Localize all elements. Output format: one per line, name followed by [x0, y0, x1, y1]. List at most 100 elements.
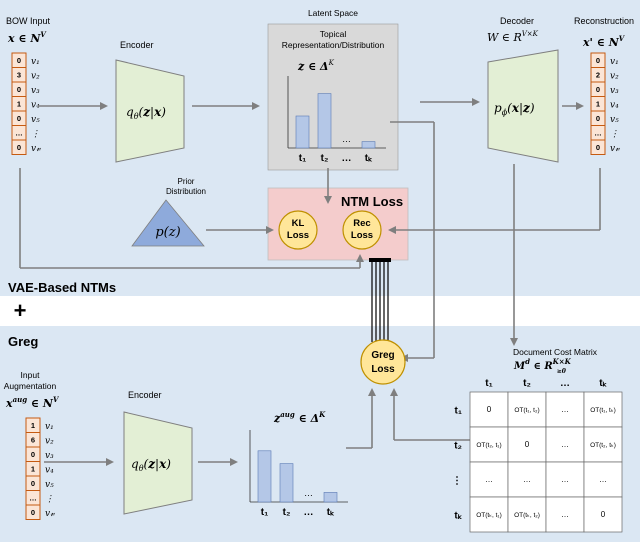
matrix-cell: [583, 496, 623, 533]
matrix-cell: [583, 461, 623, 498]
bow-vocab: v₄: [31, 101, 40, 111]
matrix-cell-value: OT(tₖ, t₂): [514, 512, 540, 519]
matrix-cell-value: …: [523, 475, 531, 484]
encoder-formula-top: qθ(z|x): [126, 105, 166, 121]
aug-ellipsis: …: [304, 488, 313, 498]
latent-space-box: [267, 23, 399, 171]
encoder-formula-bottom: qθ(z|x): [131, 457, 171, 473]
aug-bar: [279, 463, 294, 503]
matrix-row-header: t₂: [454, 441, 462, 452]
aug-cell: [25, 504, 41, 520]
aug-value: …: [29, 494, 37, 503]
encoder-label-top: Encoder: [120, 40, 154, 50]
aug-value: 0: [31, 450, 35, 459]
matrix-cell: [545, 461, 585, 498]
latent-tick-label: t₂: [321, 153, 329, 164]
matrix-cell: [507, 461, 547, 498]
latent-math: z ∈ ΔK: [297, 59, 335, 73]
aug-value: 1: [31, 421, 35, 430]
recon-value: 0: [596, 56, 600, 65]
encoder-top: [115, 59, 185, 163]
recon-cell: [590, 139, 606, 155]
matrix-cell-value: OT(tₖ, t₁): [476, 512, 502, 519]
gradient-bundle: [371, 260, 389, 342]
matrix-cell: [507, 391, 547, 428]
matrix-cell-value: OT(t₂, t₁): [476, 442, 501, 449]
plus-sign: +: [14, 298, 27, 323]
matrix-cell-value: …: [561, 440, 569, 449]
rec-loss-line-1: Rec: [353, 218, 370, 229]
bow-input-label: BOW Input: [6, 16, 51, 26]
prior-label-2: Distribution: [166, 187, 206, 196]
encoder-label-bottom: Encoder: [128, 390, 162, 400]
bow-vocab: ⋮: [31, 130, 40, 140]
bow-value: 3: [17, 71, 21, 80]
matrix-cell-value: …: [485, 475, 493, 484]
bow-cell: [11, 139, 27, 155]
recon-vocab: v₃: [610, 86, 619, 96]
prior-triangle: [131, 199, 205, 247]
bundle-connector: [369, 258, 391, 262]
bow-vocab: v₃: [31, 86, 40, 96]
aug-vocab: v𝓋: [45, 509, 55, 519]
matrix-cell-value: OT(t₁, tₖ): [590, 407, 616, 414]
matrix-cell: [507, 426, 547, 463]
matrix-cell: [545, 426, 585, 463]
recon-value: 2: [596, 71, 600, 80]
kl-loss-line-1: KL: [292, 218, 305, 229]
decoder-formula: pϕ(x|z): [494, 101, 535, 117]
recon-vocab: ⋮: [610, 130, 619, 140]
input-aug-label-2: Augmentation: [4, 381, 57, 391]
decoder-math: W ∈ RV×K: [487, 30, 539, 44]
recon-value: 0: [596, 143, 600, 152]
latent-ellipsis: …: [342, 134, 351, 144]
matrix-cell-value: …: [599, 475, 607, 484]
prior-label-1: Prior: [178, 177, 195, 186]
aug-vocab: v₃: [45, 451, 54, 461]
aug-bar: [257, 450, 272, 503]
matrix-col-header: t₁: [485, 378, 492, 389]
aug-tick-label: t₂: [283, 507, 291, 518]
reconstruction-math: x' ∈ NV: [582, 34, 626, 49]
recon-vocab: v₂: [610, 72, 619, 82]
matrix-row-header: ⋮: [452, 476, 462, 487]
matrix-cell-value: 0: [487, 405, 492, 414]
bow-value: 0: [17, 143, 21, 152]
matrix-col-header: …: [560, 378, 570, 389]
aug-tick-label: t₁: [261, 507, 268, 518]
matrix-cell-value: OT(t₂, tₖ): [590, 442, 616, 449]
recon-value: 0: [596, 85, 600, 94]
rec-loss-line-2: Loss: [351, 230, 373, 241]
recon-vocab: v𝓋: [610, 144, 620, 154]
bottom-arrows: [44, 388, 470, 466]
matrix-col-header: t₂: [523, 378, 531, 389]
bow-value: 1: [17, 100, 21, 109]
greg-section-label: Greg: [8, 334, 38, 349]
latent-bar: [317, 93, 332, 149]
matrix-cell: [583, 391, 623, 428]
matrix-cell-value: …: [561, 405, 569, 414]
matrix-cell-value: 0: [601, 510, 606, 519]
ntm-loss-title: NTM Loss: [341, 194, 403, 209]
top-arrows: [19, 98, 601, 362]
aug-tick-label: …: [304, 507, 314, 518]
matrix-col-header: tₖ: [599, 378, 607, 389]
kl-loss-line-2: Loss: [287, 230, 309, 241]
input-aug-label-1: Input: [21, 370, 41, 380]
matrix-row-header: t₁: [455, 406, 462, 417]
aug-vocab: ⋮: [45, 495, 54, 505]
cost-matrix-math: Md ∈ RK×K≥0: [513, 357, 572, 375]
latent-tick-label: t₁: [299, 153, 306, 164]
aug-value: 0: [31, 479, 35, 488]
bow-vocab: v₁: [31, 57, 40, 67]
aug-bar: [323, 492, 338, 503]
latent-bar: [295, 115, 310, 149]
z-aug-math: zaug ∈ ΔK: [273, 410, 326, 425]
prior-formula: p(z): [155, 225, 180, 240]
